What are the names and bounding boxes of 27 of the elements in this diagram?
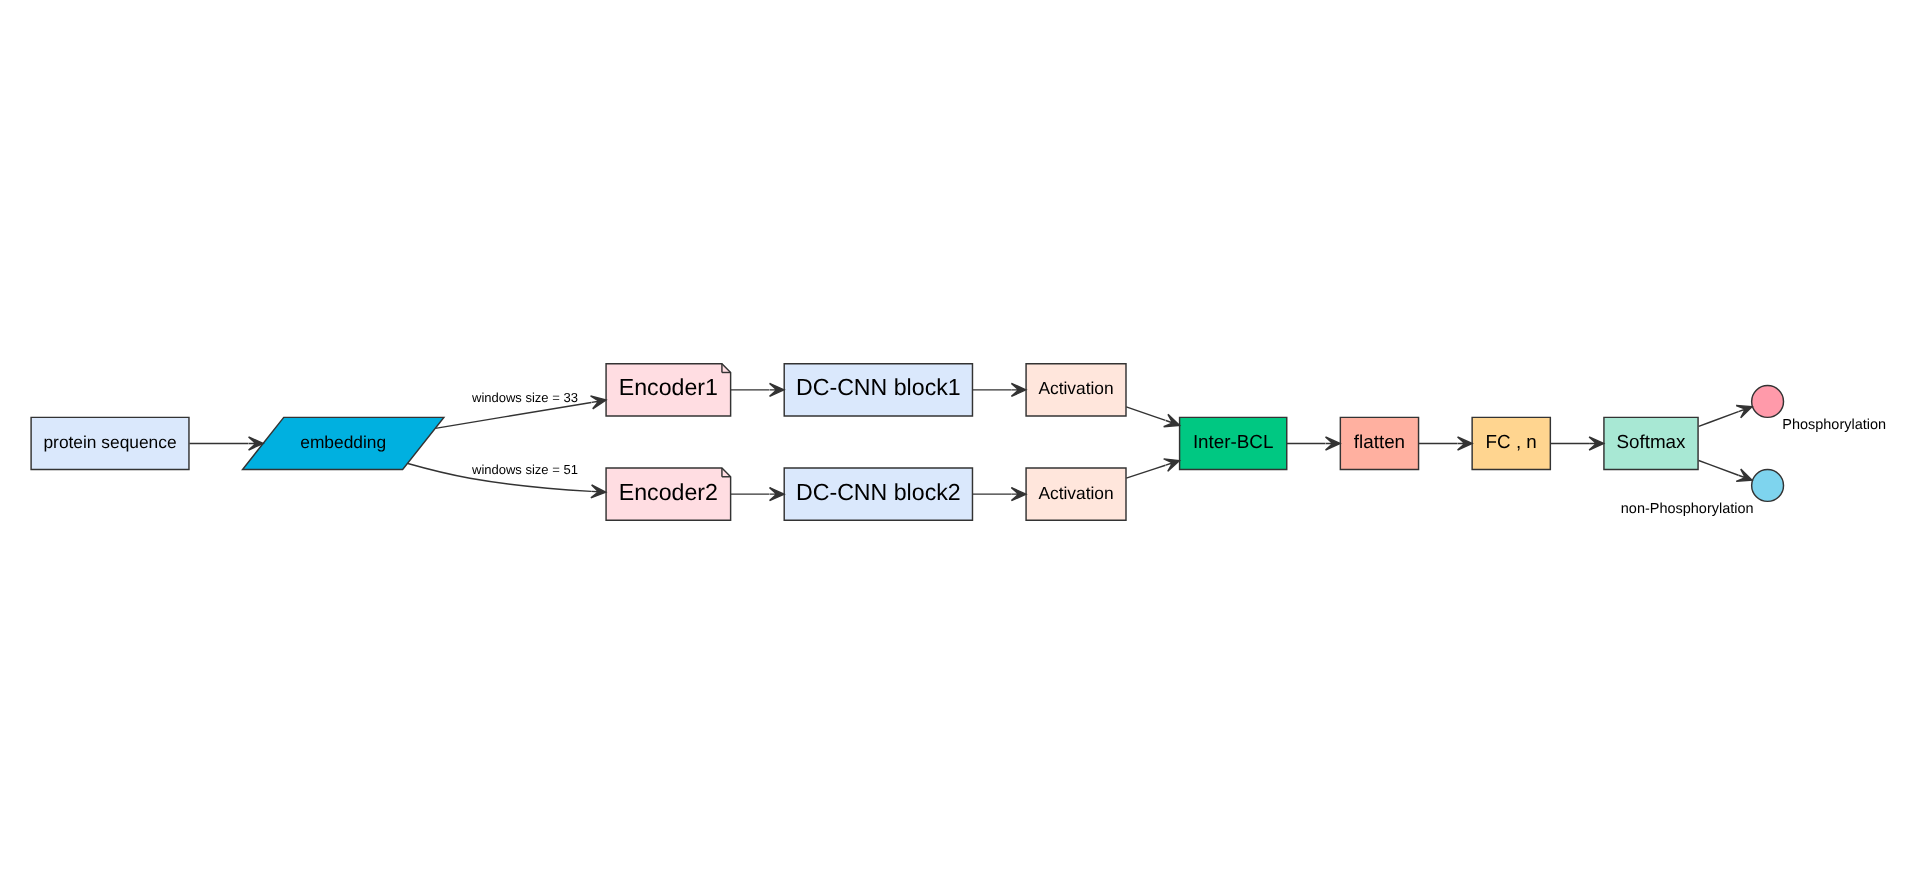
node-box: protein sequence xyxy=(30,416,190,471)
arrow xyxy=(1125,406,1181,428)
arrow xyxy=(188,436,264,451)
arrow xyxy=(971,486,1027,502)
node-box: Softmax xyxy=(1603,416,1699,471)
arrow xyxy=(1549,436,1605,451)
node-box: Activation xyxy=(1025,467,1127,521)
arrow xyxy=(730,382,785,398)
arrow xyxy=(1125,458,1181,479)
node-label: Phosphorylation xyxy=(1782,414,1887,433)
node-label: non-Phosphorylation xyxy=(1620,498,1754,517)
node-box: Inter-BCL xyxy=(1178,416,1288,471)
arrow xyxy=(971,382,1027,398)
arrow xyxy=(407,462,607,499)
node-circle xyxy=(1750,384,1785,419)
arrow xyxy=(1418,436,1473,451)
arrow xyxy=(730,486,785,502)
node-box: DC-CNN block1 xyxy=(783,363,974,417)
node-box: FC , n xyxy=(1471,416,1552,471)
node-box: DC-CNN block2 xyxy=(783,467,974,521)
arrow xyxy=(434,395,607,430)
node-box: flatten xyxy=(1339,416,1420,471)
arrow xyxy=(1697,459,1753,483)
arrow xyxy=(1286,436,1341,451)
node-circle xyxy=(1750,468,1785,503)
node-box: Activation xyxy=(1025,363,1127,417)
arrow xyxy=(1697,404,1753,428)
